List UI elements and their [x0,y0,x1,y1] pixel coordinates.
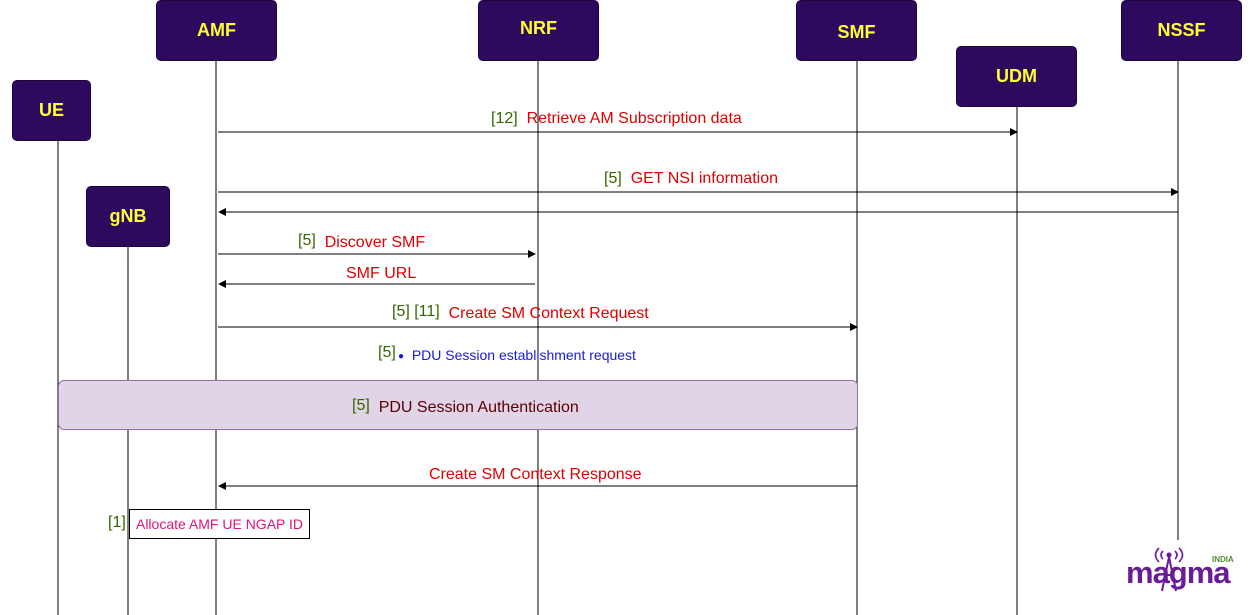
message-reference: [5] [378,344,396,361]
bullet-icon: ● [398,351,405,362]
participant-ue: UE [12,80,91,141]
message-create-sm-context-request: [5] [11] Create SM Context Request [392,303,649,323]
message-text: Retrieve AM Subscription data [526,110,742,127]
message-text: SMF URL [346,265,417,282]
participant-gnb-label: gNB [109,206,147,226]
message-get-nsi-information: [5] GET NSI information [604,170,778,188]
message-reference: [1] [108,514,126,531]
participant-amf-label: AMF [197,20,236,40]
magma-india-logo: INDIA magma [1124,545,1242,597]
note-allocate-amf-ue-ngap-id: Allocate AMF UE NGAP ID [129,509,310,539]
message-text: PDU Session establishment request [411,347,636,363]
message-smf-url: SMF URL [346,265,416,283]
message-allocate-ngap-id-ref: [1] [108,514,126,532]
message-reference: [5] [604,170,622,187]
message-discover-smf: [5] Discover SMF [298,232,426,252]
message-reference: [5] [11] [392,303,440,320]
pdu-session-authentication-band [58,380,858,430]
participant-amf: AMF [156,0,277,61]
participant-gnb: gNB [86,186,170,247]
logo-region: INDIA [1212,555,1234,564]
message-reference: [5] [352,397,370,414]
message-retrieve-am-subscription: [12] Retrieve AM Subscription data [491,110,742,128]
message-pdu-session-establishment-request: ● PDU Session establishment request [398,347,636,363]
participant-smf-label: SMF [837,22,876,42]
logo-brand: magma [1126,555,1231,590]
message-create-sm-context-response: Create SM Context Response [429,466,642,484]
note-text: Allocate AMF UE NGAP ID [135,516,303,532]
message-text: Discover SMF [324,234,426,251]
message-text: Create SM Context Response [429,466,642,483]
participant-udm-label: UDM [996,66,1037,86]
message-reference: [5] [298,232,316,249]
message-reference: [12] [491,110,518,127]
participant-nssf: NSSF [1121,0,1242,61]
message-text: PDU Session Authentication [378,399,579,416]
participant-nrf: NRF [478,0,599,61]
participant-nssf-label: NSSF [1157,20,1206,40]
participant-ue-label: UE [38,100,64,120]
message-text: GET NSI information [630,170,778,187]
participant-smf: SMF [796,0,917,61]
message-text: Create SM Context Request [448,305,649,322]
participant-udm: UDM [956,46,1077,107]
antenna-icon [1154,547,1184,592]
message-pdu-session-authentication: [5] PDU Session Authentication [352,397,579,417]
message-pdu-session-establishment-ref: [5] [378,344,396,362]
participant-nrf-label: NRF [520,18,557,38]
